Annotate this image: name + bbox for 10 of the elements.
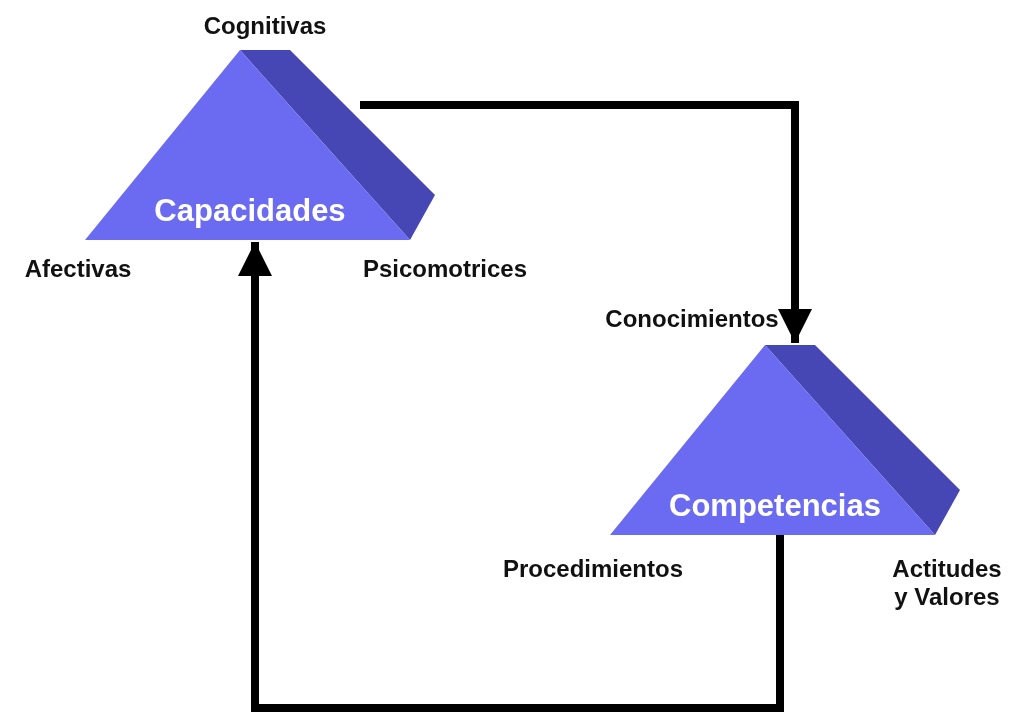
arrow bbox=[360, 101, 812, 343]
vertex-label: Actitudes y Valores bbox=[891, 555, 1003, 611]
arrow bbox=[238, 242, 784, 712]
vertex-label: Procedimientos bbox=[501, 555, 684, 583]
vertex-label: Conocimientos bbox=[604, 305, 780, 333]
node-title: Capacidades bbox=[153, 193, 347, 229]
vertex-label: Psicomotrices bbox=[361, 255, 529, 283]
vertex-label: Afectivas bbox=[23, 255, 133, 283]
node-title: Competencias bbox=[668, 488, 882, 524]
vertex-label: Cognitivas bbox=[202, 12, 328, 40]
